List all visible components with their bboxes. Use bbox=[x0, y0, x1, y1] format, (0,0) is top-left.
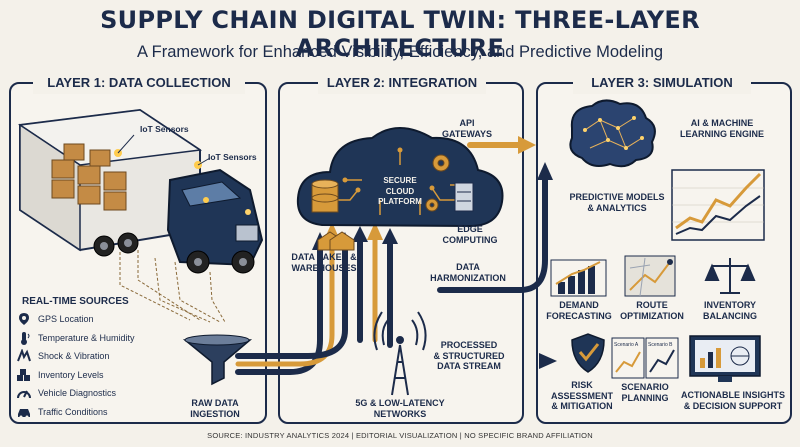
layer3-title: LAYER 3: SIMULATION bbox=[573, 72, 751, 94]
risk-label: RISK ASSESSMENT & MITIGATION bbox=[550, 380, 613, 411]
source-label: Inventory Levels bbox=[38, 369, 104, 380]
source-label: Temperature & Humidity bbox=[38, 332, 135, 343]
edge-computing-label: EDGE COMPUTING bbox=[442, 224, 498, 245]
vibration-icon bbox=[17, 349, 31, 362]
brain-icon bbox=[569, 99, 656, 168]
cloud-label: SECURE CLOUD PLATFORM bbox=[378, 176, 422, 206]
layer1-title: LAYER 1: DATA COLLECTION bbox=[33, 72, 245, 94]
gauge-icon bbox=[17, 390, 31, 399]
sources-list: GPS Location Temperature & Humidity Shoc… bbox=[16, 310, 135, 421]
flow-arrows bbox=[235, 142, 548, 375]
ai-engine-label: AI & MACHINE LEARNING ENGINE bbox=[679, 118, 764, 139]
source-label: Shock & Vibration bbox=[38, 351, 110, 362]
scenario-panels-icon bbox=[611, 337, 679, 379]
data-stream-label: PROCESSED & STRUCTURED DATA STREAM bbox=[433, 340, 505, 371]
ingestion-label: RAW DATA INGESTION bbox=[190, 398, 240, 419]
location-pin-icon bbox=[19, 313, 29, 326]
list-item: Vehicle Diagnostics bbox=[16, 384, 135, 403]
network-label: 5G & LOW-LATENCY NETWORKS bbox=[355, 398, 445, 419]
route-label: ROUTE OPTIMIZATION bbox=[620, 300, 684, 321]
bar-chart-icon bbox=[550, 259, 607, 297]
demand-label: DEMAND FORECASTING bbox=[546, 300, 612, 321]
list-item: Traffic Conditions bbox=[16, 403, 135, 422]
inventory-label: INVENTORY BALANCING bbox=[703, 300, 757, 321]
predictive-label: PREDICTIVE MODELS & ANALYTICS bbox=[569, 192, 665, 213]
scenario-a-label: Scenario A bbox=[614, 342, 639, 348]
source-label: Vehicle Diagnostics bbox=[38, 388, 117, 399]
harmonization-label: DATA HARMONIZATION bbox=[430, 262, 506, 283]
source-label: GPS Location bbox=[38, 314, 94, 325]
data-lakes-label: DATA LAKES & WAREHOUSES bbox=[291, 252, 357, 273]
iot-sensor-label-1: IoT Sensors bbox=[140, 124, 189, 134]
page-title: SUPPLY CHAIN DIGITAL TWIN: THREE-LAYER A… bbox=[100, 6, 700, 62]
ingestion-funnel-icon bbox=[182, 334, 253, 386]
monitor-icon bbox=[689, 335, 761, 382]
footer-source: SOURCE: INDUSTRY ANALYTICS 2024 | EDITOR… bbox=[207, 431, 593, 440]
api-gateways-label: API GATEWAYS bbox=[442, 118, 493, 139]
list-item: Inventory Levels bbox=[16, 366, 135, 385]
insights-label: ACTIONABLE INSIGHTS & DECISION SUPPORT bbox=[680, 390, 785, 411]
scenario-b-label: Scenario B bbox=[648, 342, 673, 348]
server-icon bbox=[454, 182, 474, 212]
layer2-title: LAYER 2: INTEGRATION bbox=[318, 72, 486, 94]
route-map-icon bbox=[624, 255, 676, 297]
scenario-label: SCENARIO PLANNING bbox=[621, 382, 669, 403]
list-item: Shock & Vibration bbox=[16, 347, 135, 366]
list-item: Temperature & Humidity bbox=[16, 329, 135, 348]
iot-sensor-label-2: IoT Sensors bbox=[208, 152, 257, 162]
source-label: Traffic Conditions bbox=[38, 406, 108, 417]
sources-heading: REAL-TIME SOURCES bbox=[22, 296, 129, 307]
warehouse-icon bbox=[317, 231, 355, 251]
truck-illustration bbox=[17, 108, 264, 323]
boxes-icon bbox=[17, 368, 30, 381]
tower-icon bbox=[373, 311, 427, 396]
thermometer-icon bbox=[21, 331, 30, 345]
line-chart-icon bbox=[671, 169, 765, 241]
page-subtitle: A Framework for Enhanced Visibility, Eff… bbox=[136, 43, 664, 61]
car-icon bbox=[18, 408, 30, 419]
database-icon bbox=[311, 179, 339, 213]
gear-icon bbox=[425, 154, 450, 212]
shield-icon bbox=[571, 333, 605, 373]
list-item: GPS Location bbox=[16, 310, 135, 329]
balance-scale-icon bbox=[704, 258, 756, 294]
